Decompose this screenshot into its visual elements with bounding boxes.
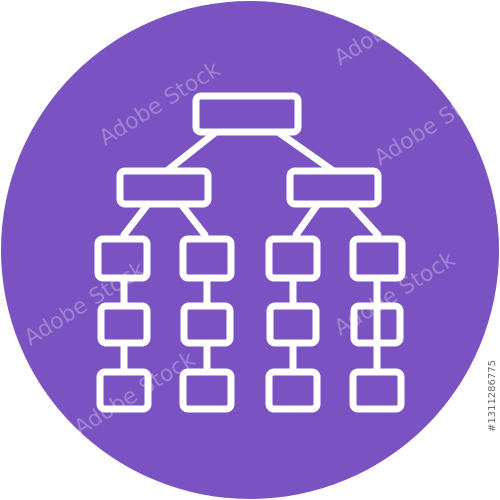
level-3-node-3 — [266, 302, 320, 347]
level-1-node-right — [286, 167, 382, 208]
level-4-node-1 — [96, 368, 152, 413]
level-2-node-3 — [265, 235, 321, 282]
level-2-node-2 — [179, 235, 235, 282]
stock-id-label: #1311286775 — [487, 360, 498, 433]
level-2-node-1 — [94, 235, 151, 282]
level-3-node-2 — [180, 302, 234, 347]
level-4-node-2 — [179, 368, 235, 413]
level-4-node-3 — [265, 368, 321, 413]
level-1-node-left — [116, 167, 212, 208]
level-3-node-1 — [97, 302, 151, 347]
level-4-node-4 — [349, 368, 405, 413]
level-2-node-4 — [349, 235, 406, 282]
root-node — [192, 92, 302, 136]
